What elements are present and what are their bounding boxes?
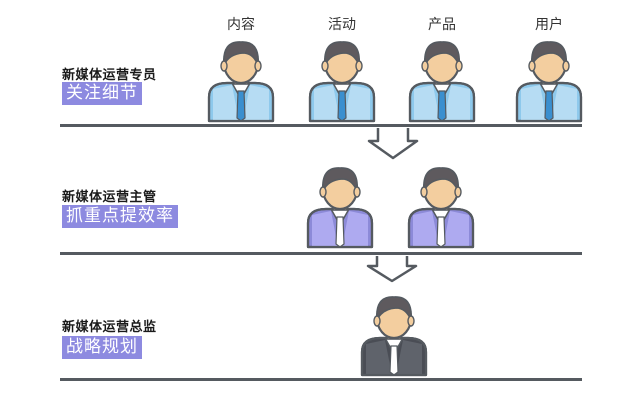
tier-title-specialist: 新媒体运营专员 — [62, 68, 157, 83]
divider-line-2 — [60, 252, 582, 255]
person-icon-specialist-3 — [408, 41, 476, 123]
column-label-activity: 活动 — [328, 17, 356, 33]
tier-tag-manager: 抓重点提效率 — [62, 205, 178, 228]
tier-title-manager: 新媒体运营主管 — [62, 190, 157, 205]
person-icon-director — [360, 296, 428, 377]
column-label-content: 内容 — [227, 17, 255, 33]
person-icon-specialist-4 — [515, 41, 583, 123]
tier-tag-specialist: 关注细节 — [62, 82, 142, 105]
person-icon-manager-1 — [306, 167, 374, 249]
person-icon-specialist-1 — [207, 41, 275, 123]
column-label-user: 用户 — [535, 17, 563, 33]
person-icon-specialist-2 — [308, 41, 376, 123]
divider-line-1 — [60, 124, 582, 127]
tier-tag-director: 战略规划 — [62, 336, 142, 359]
column-label-product: 产品 — [428, 17, 456, 33]
down-arrow-icon-2 — [366, 256, 418, 283]
divider-line-3 — [60, 378, 582, 381]
tier-title-director: 新媒体运营总监 — [62, 320, 157, 335]
down-arrow-icon-1 — [367, 128, 419, 160]
person-icon-manager-2 — [407, 167, 475, 249]
